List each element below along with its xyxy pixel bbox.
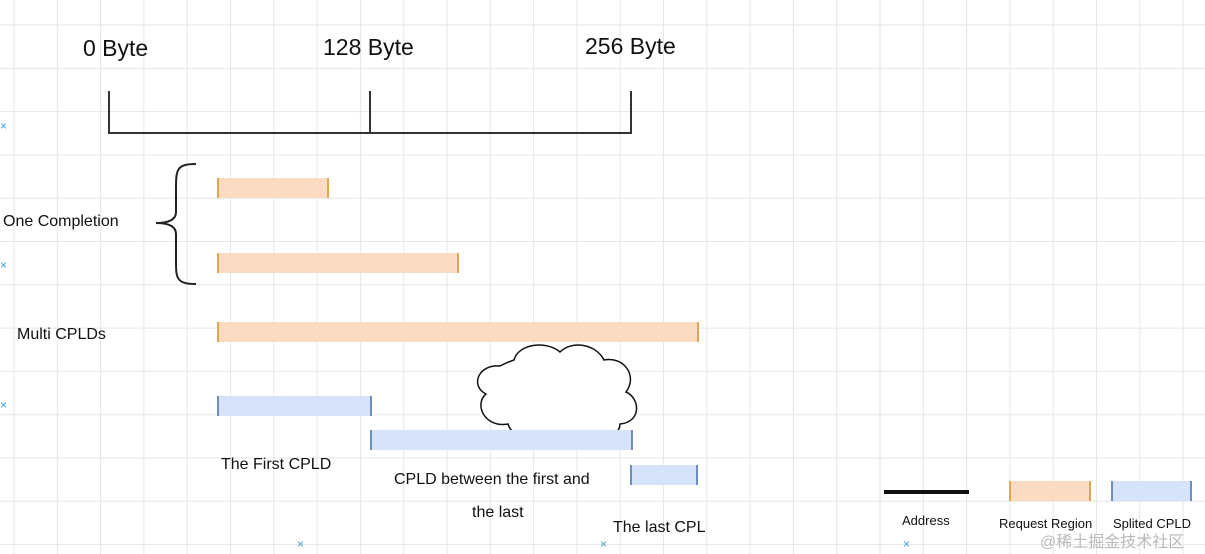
request-bar-multi: [217, 322, 699, 342]
axis-label-128-byte: 128 Byte: [323, 34, 414, 60]
x-mark: ×: [0, 119, 8, 133]
split-bar-first: [217, 396, 372, 416]
legend-request-swatch: [1009, 481, 1091, 501]
first-cpld-label: The First CPLD: [221, 456, 332, 473]
one-completion-label: One Completion: [3, 213, 119, 230]
axis-label-256-byte: 256 Byte: [585, 33, 676, 59]
between-cpld-label-line2: the last: [472, 504, 524, 521]
request-bar-one-b: [217, 253, 459, 273]
split-bar-middle: [370, 430, 633, 450]
x-mark: ×: [903, 537, 911, 551]
curly-brace: [155, 163, 197, 285]
watermark-text: @稀土掘金技术社区: [1040, 534, 1185, 551]
axis-label-0-byte: 0 Byte: [83, 35, 149, 61]
multi-cplds-label: Multi CPLDs: [17, 326, 106, 343]
x-mark: ×: [0, 258, 8, 272]
legend-request-label: Request Region: [999, 516, 1093, 531]
cloud-shape: [476, 344, 638, 443]
legend-address-label: Address: [902, 513, 950, 528]
legend-split-label: Splited CPLD: [1113, 516, 1192, 531]
between-cpld-label-line1: CPLD between the first and: [394, 471, 590, 488]
last-cpl-label: The last CPL: [613, 519, 706, 536]
x-mark: ×: [600, 537, 608, 551]
split-bar-last: [630, 465, 698, 485]
request-bar-one-a: [217, 178, 329, 198]
x-mark: ×: [0, 398, 8, 412]
legend-split-swatch: [1111, 481, 1192, 501]
x-mark: ×: [297, 537, 305, 551]
